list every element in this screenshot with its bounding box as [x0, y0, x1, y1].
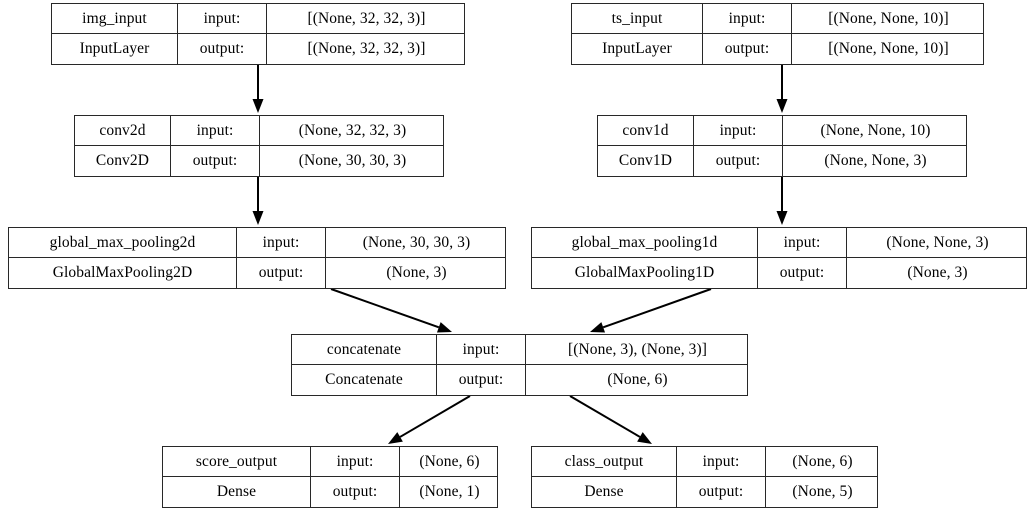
input-label: input: — [311, 447, 400, 476]
edge-ts_input-to-conv1d — [776, 65, 788, 113]
edge-img_input-to-conv2d — [252, 65, 264, 113]
output-label: output: — [758, 258, 847, 288]
layer-name: score_output — [163, 447, 311, 476]
layer-name: conv1d — [598, 116, 694, 145]
input-label: input: — [694, 116, 783, 145]
edge-concatenate-to-score_output — [388, 395, 471, 444]
input-shape-value: [(None, 32, 32, 3)] — [307, 9, 426, 27]
output-shape-value: (None, 3) — [386, 264, 447, 282]
edge-global_max_pooling2d-to-concatenate — [330, 288, 452, 333]
output-shape-value: (None, 5) — [792, 483, 853, 501]
input-shape-value: [(None, 3), (None, 3)] — [567, 340, 708, 358]
layer-class-name: Concatenate — [292, 365, 437, 395]
output-label: output: — [694, 146, 783, 176]
edge-concatenate-to-class_output — [569, 395, 652, 444]
input-shape-value: (None, 6) — [419, 452, 480, 470]
output-shape-value: (None, 3) — [907, 264, 968, 282]
input-label: input: — [237, 228, 326, 257]
input-label: input: — [437, 335, 526, 364]
output-label: output: — [677, 477, 766, 507]
output-label: output: — [171, 146, 260, 176]
output-label: output: — [703, 34, 792, 64]
input-label: input: — [703, 4, 792, 33]
layer-name: ts_input — [572, 4, 703, 33]
input-shape-value: (None, 6) — [792, 452, 853, 470]
edge-conv2d-to-global_max_pooling2d — [252, 177, 264, 225]
output-shape-value: [(None, 32, 32, 3)] — [307, 40, 426, 58]
output-label: output: — [437, 365, 526, 395]
edge-global_max_pooling1d-to-concatenate — [590, 288, 712, 333]
layer-class-name: GlobalMaxPooling1D — [532, 258, 758, 288]
layer-class-name: Conv1D — [598, 146, 694, 176]
input-label: input: — [677, 447, 766, 476]
input-shape-value: (None, 32, 32, 3) — [298, 121, 407, 139]
input-label: input: — [758, 228, 847, 257]
output-shape-value: (None, 6) — [607, 371, 668, 389]
input-shape-value: (None, 30, 30, 3) — [362, 233, 471, 251]
input-label: input: — [178, 4, 267, 33]
layer-class-name: InputLayer — [52, 34, 178, 64]
layer-name: global_max_pooling2d — [9, 228, 237, 257]
output-shape-value: (None, None, 3) — [824, 152, 927, 170]
layer-name: global_max_pooling1d — [532, 228, 758, 257]
layer-class-name: Dense — [163, 477, 311, 507]
layer-name: class_output — [532, 447, 677, 476]
input-label: input: — [171, 116, 260, 145]
layer-class-name: Conv2D — [75, 146, 171, 176]
input-shape-value: (None, None, 3) — [886, 233, 989, 251]
layer-class-name: Dense — [532, 477, 677, 507]
layer-class-name: InputLayer — [572, 34, 703, 64]
output-shape-value: (None, 1) — [419, 483, 480, 501]
edge-conv1d-to-global_max_pooling1d — [776, 177, 788, 225]
output-shape-value: (None, 30, 30, 3) — [298, 152, 407, 170]
output-label: output: — [237, 258, 326, 288]
input-shape-value: [(None, None, 10)] — [828, 9, 949, 27]
layer-name: conv2d — [75, 116, 171, 145]
layer-name: img_input — [52, 4, 178, 33]
output-label: output: — [311, 477, 400, 507]
input-shape-value: (None, None, 10) — [820, 121, 931, 139]
output-shape-value: [(None, None, 10)] — [828, 40, 949, 58]
layer-class-name: GlobalMaxPooling2D — [9, 258, 237, 288]
output-label: output: — [178, 34, 267, 64]
layer-name: concatenate — [292, 335, 437, 364]
